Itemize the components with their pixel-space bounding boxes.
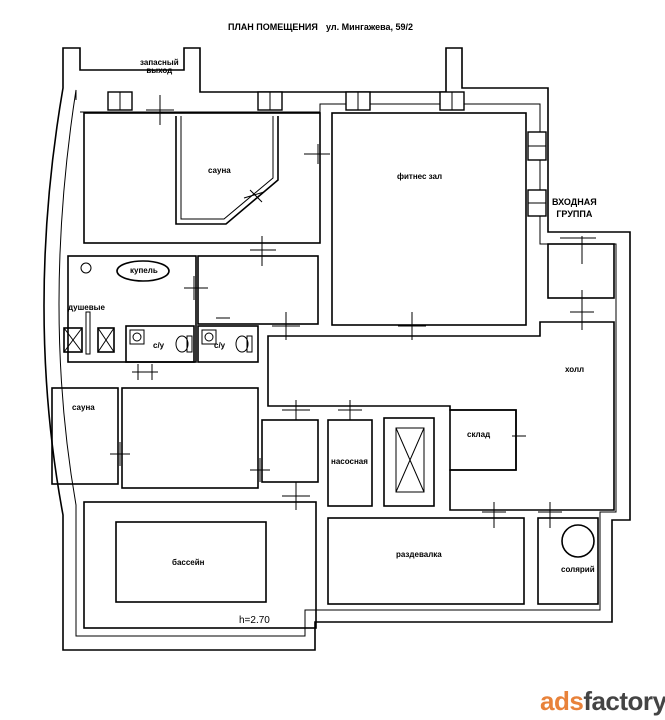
lower-corridor bbox=[121, 387, 259, 489]
outer-wall-inner bbox=[58, 89, 617, 637]
watermark-part-2: factory bbox=[583, 686, 665, 716]
locker-room bbox=[327, 517, 525, 605]
ceiling-height-note: h=2.70 bbox=[239, 615, 270, 626]
room-label-pool: бассейн bbox=[172, 558, 205, 567]
hall-outline bbox=[267, 321, 615, 511]
room-label-locker-room: раздевалка bbox=[396, 550, 442, 559]
room-label-pump-room: насосная bbox=[331, 457, 368, 466]
room-label-wc-2: с/у bbox=[214, 341, 226, 350]
outer-wall bbox=[43, 47, 631, 651]
storage bbox=[449, 409, 517, 471]
solarium-room bbox=[537, 517, 599, 605]
small-room bbox=[261, 419, 319, 483]
shower-trays bbox=[63, 311, 115, 355]
watermark-part-1: ads bbox=[540, 686, 584, 716]
shower-drain-icon bbox=[80, 262, 92, 274]
wc-blocks bbox=[125, 317, 259, 363]
room-label-solarium: солярий bbox=[561, 565, 595, 574]
entry-vestibule bbox=[547, 243, 615, 299]
room-label-fitness: фитнес зал bbox=[397, 172, 443, 181]
address: ул. Мингажева, 59/2 bbox=[326, 22, 414, 32]
pool-room bbox=[83, 501, 317, 629]
room-label-storage: склад bbox=[467, 430, 491, 439]
room-label-wc-1: с/у bbox=[153, 341, 165, 350]
top-left-block bbox=[83, 112, 321, 244]
plan-title: ПЛАН ПОМЕЩЕНИЯ bbox=[228, 22, 318, 32]
room-label-plunge-pool: купель bbox=[130, 266, 158, 275]
sauna-top-outline bbox=[175, 116, 279, 225]
shaft bbox=[383, 417, 435, 507]
watermark-logo: adsfactory bbox=[540, 686, 665, 717]
room-label-sauna-left: сауна bbox=[72, 403, 95, 412]
side-windows bbox=[527, 131, 547, 217]
room-label-sauna-top: сауна bbox=[208, 166, 231, 175]
sauna-left-block bbox=[51, 387, 119, 485]
solarium-booth bbox=[561, 524, 595, 558]
room-label-entry-group: ВХОДНАЯ ГРУППА bbox=[552, 197, 597, 219]
room-label-emergency-exit: запасный выход bbox=[140, 58, 179, 75]
top-windows bbox=[107, 91, 465, 111]
corridor-upper bbox=[197, 255, 319, 325]
fitness-hall bbox=[331, 112, 527, 326]
plunge-pool-shape bbox=[116, 260, 170, 282]
room-label-hall: холл bbox=[565, 365, 585, 374]
room-label-showers: душевые bbox=[68, 303, 105, 312]
